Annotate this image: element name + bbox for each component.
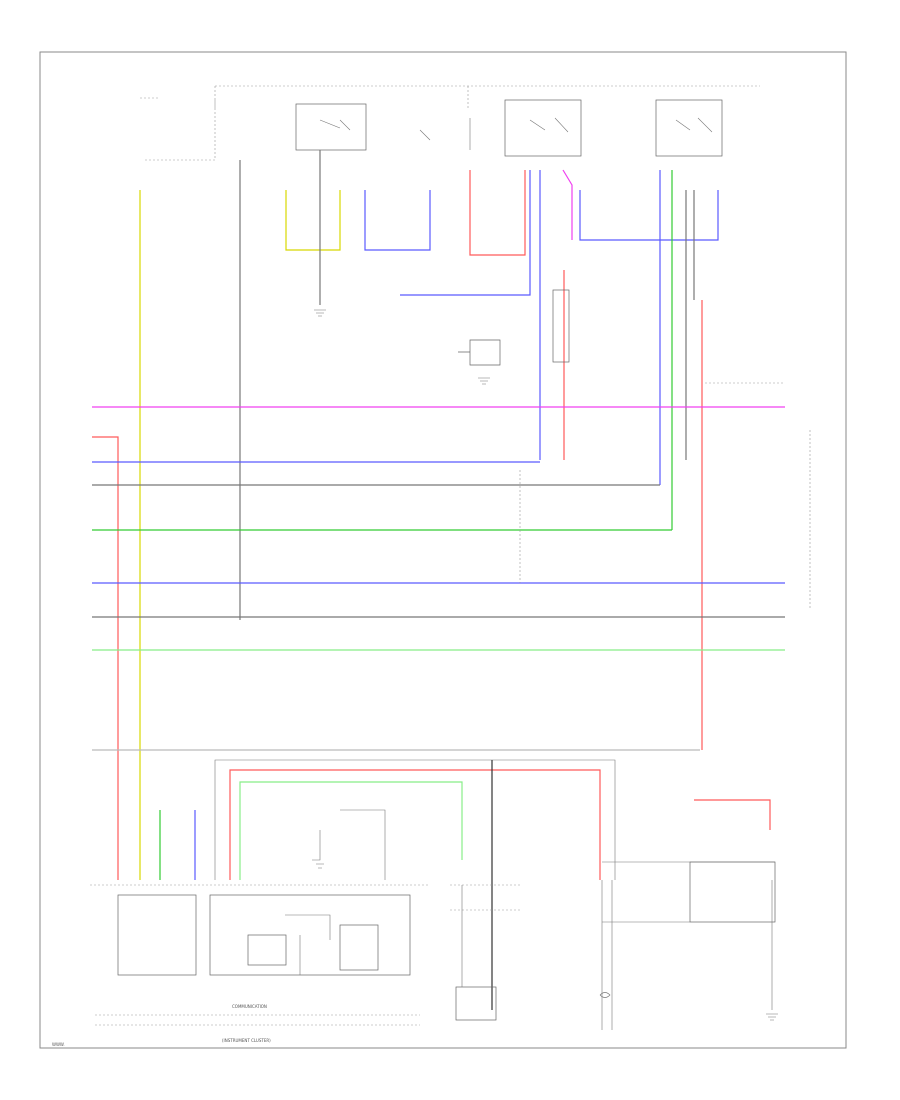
relay-box-1 (295, 103, 367, 151)
fuel-level-wires (601, 861, 775, 1030)
ground-1 (314, 309, 326, 317)
wire-blue-right-top (579, 190, 719, 241)
fuel-level-sensor-box (689, 861, 776, 923)
sender-dashed (450, 884, 520, 911)
relay-switch-2 (529, 117, 569, 133)
relay-switch-1 (319, 119, 351, 131)
relay-box-3 (655, 99, 723, 157)
top-dashed-bus (214, 85, 760, 110)
relay-switch-3 (675, 117, 713, 133)
sensor-switch (458, 339, 501, 366)
sensor-box (552, 289, 570, 363)
wire-red-top (469, 170, 526, 256)
fuse-symbol (419, 118, 471, 150)
wire-yellow-loop (285, 190, 341, 251)
dashed-bus-right (519, 382, 811, 610)
top-vertical-wires (139, 150, 719, 880)
footer-page-id: WWW. (52, 1042, 65, 1047)
diagram-frame (39, 51, 847, 1049)
bottom-connector-wires (214, 759, 616, 880)
module-sub-label: (INSTRUMENT CLUSTER) (222, 1038, 271, 1043)
bus-wires (92, 382, 811, 880)
bus-red-left (92, 436, 119, 880)
bottom-red-wire (229, 769, 601, 880)
cluster-text-dashes (95, 1014, 420, 1026)
right-ground (766, 880, 778, 1021)
cluster-ground (312, 809, 386, 880)
cluster-wiring (285, 914, 331, 975)
wire-blue-top-2 (400, 170, 531, 296)
left-component-outline (140, 97, 216, 161)
cluster-sub-box (209, 894, 411, 976)
wire-magenta-top (562, 169, 573, 240)
bottom-components (90, 759, 778, 1030)
ground-symbols (314, 289, 570, 385)
cluster-box (117, 894, 197, 976)
ground-2 (478, 377, 490, 385)
wire-blue-loop (364, 190, 431, 251)
bottom-green-wire (239, 781, 463, 880)
relay-box-2 (504, 99, 582, 157)
red-return-wire (694, 799, 771, 830)
top-components (140, 85, 760, 161)
cluster-inner-2 (339, 924, 379, 971)
module-name-label: COMMUNICATION (232, 1004, 267, 1009)
fuel-pump-box (455, 986, 497, 1021)
cluster-inner-1 (247, 934, 287, 966)
sensor-coil (599, 992, 611, 998)
